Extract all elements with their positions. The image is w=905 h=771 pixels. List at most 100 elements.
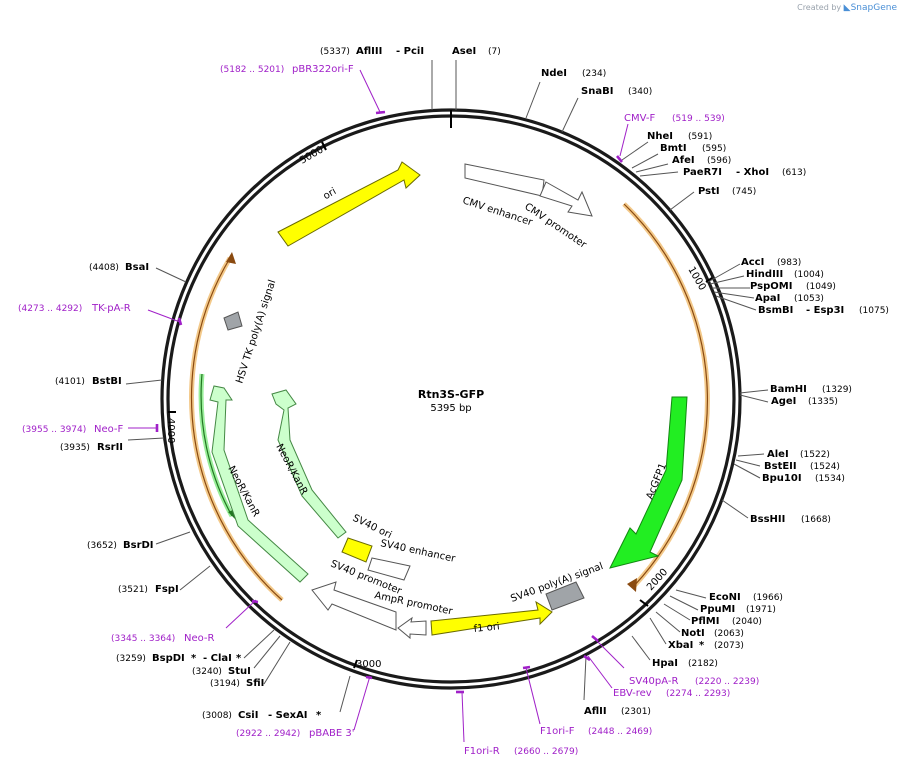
primer-neo-r-range: (3345 .. 3364) [111, 634, 175, 644]
site-pflmi-pos: (2040) [732, 617, 762, 627]
primer-pbabe3-name[interactable]: pBABE 3' [309, 728, 355, 739]
site-nhei-name[interactable]: NheI [647, 131, 673, 142]
primer-f1ori-f-name[interactable]: F1ori-F [540, 726, 575, 737]
credit-text: Created by [797, 3, 842, 12]
feature-cmv-enhancer-label: CMV enhancer [461, 195, 534, 228]
site-hindiii-name[interactable]: HindIII [746, 269, 783, 280]
feature-sv40-ori[interactable] [341, 537, 373, 563]
feature-ori[interactable] [277, 161, 421, 247]
site-paer7i-pos: (613) [782, 168, 806, 178]
site-bsshii-name[interactable]: BssHII [750, 514, 785, 525]
site-xbai-name[interactable]: XbaI [668, 640, 693, 651]
site-bsteii-name[interactable]: BstEII [764, 461, 797, 472]
site-afei-name[interactable]: AfeI [672, 155, 695, 166]
orf-arrow-right-icon [627, 578, 637, 592]
feature-ampr-promoter[interactable] [397, 616, 427, 640]
primer-ebv-rev-name[interactable]: EBV-rev [613, 688, 652, 699]
site-bamhi-name[interactable]: BamHI [770, 384, 807, 395]
feature-f1-ori[interactable] [430, 600, 553, 636]
site-bsai-name[interactable]: BsaI [125, 262, 149, 273]
primer-pbr322ori-f-name[interactable]: pBR322ori-F [292, 64, 354, 75]
site-stui-name[interactable]: StuI [228, 666, 251, 677]
site-hpai-name[interactable]: HpaI [652, 658, 678, 669]
site-noti-name[interactable]: NotI [681, 628, 705, 639]
site-xhoi-name[interactable]: - XhoI [736, 167, 769, 178]
site-snabi-name[interactable]: SnaBI [581, 86, 613, 97]
site-sfii-name[interactable]: SfiI [246, 678, 264, 689]
site-bsmbi-name[interactable]: BsmBI [758, 305, 793, 316]
site-bpu10i-name[interactable]: Bpu10I [762, 473, 802, 484]
site-bmti-name[interactable]: BmtI [660, 143, 687, 154]
primer-tk-pa-r-name[interactable]: TK-pA-R [91, 303, 131, 314]
tick-label-4000: 4000 [165, 418, 176, 443]
tick-mark-2000 [639, 599, 649, 607]
site-paer7i-name[interactable]: PaeR7I [683, 167, 722, 178]
primer-neo-r-name[interactable]: Neo-R [184, 633, 215, 644]
site-pcii-name[interactable]: - PciI [396, 46, 424, 57]
site-bsshii-pos: (1668) [801, 515, 831, 525]
primer-f1ori-r-name[interactable]: F1ori-R [464, 746, 500, 757]
site-esp3i-name[interactable]: - Esp3I [806, 305, 844, 316]
site-agei-name[interactable]: AgeI [771, 396, 796, 407]
neo-orf-arc-line [200, 373, 233, 517]
primer-cmv-f-range: (519 .. 539) [672, 114, 725, 124]
site-ndei-name[interactable]: NdeI [541, 68, 567, 79]
feature-sv40-enhancer[interactable] [367, 557, 411, 581]
site-pspomi-name[interactable]: PspOMI [750, 281, 792, 292]
site-csii-name[interactable]: CsiI [238, 710, 258, 721]
site-psti-name[interactable]: PstI [698, 186, 720, 197]
site-fspi-name[interactable]: FspI [155, 584, 179, 595]
tick-label-1000: 1000 [685, 265, 707, 293]
primer-neo-f-name[interactable]: Neo-F [94, 424, 124, 435]
primer-tk-pa-r-range: (4273 .. 4292) [18, 304, 82, 314]
site-alei-pos: (1522) [800, 450, 830, 460]
site-bpu10i-pos: (1534) [815, 474, 845, 484]
site-sexai-name[interactable]: - SexAI [268, 710, 308, 721]
feature-neor-kanr-outer[interactable] [209, 385, 309, 583]
site-rsrii-pos: (3935) [60, 443, 90, 453]
site-hpai-pos: (2182) [688, 659, 718, 669]
feature-acgfp1[interactable] [609, 396, 688, 569]
site-sexai-star: * [316, 710, 322, 721]
feature-hsv-tk-polya[interactable] [223, 311, 243, 331]
primer-sv40pa-r-range: (2220 .. 2239) [695, 677, 759, 687]
site-econi-pos: (1966) [753, 593, 783, 603]
site-ppumi-name[interactable]: PpuMI [700, 604, 735, 615]
site-snabi-pos: (340) [628, 87, 652, 97]
feature-cmv-enhancer[interactable] [464, 163, 545, 197]
feature-cmv-promoter[interactable] [539, 181, 593, 217]
feature-sv40-polya[interactable] [545, 581, 585, 611]
primer-sv40pa-r-name[interactable]: SV40pA-R [629, 676, 678, 687]
feature-ori-label: ori [321, 186, 338, 202]
credit: Created by ◣SnapGene [797, 3, 897, 13]
primer-pbr322ori-f-range: (5182 .. 5201) [220, 65, 284, 75]
site-acci-pos: (983) [777, 258, 801, 268]
site-bsrdi-name[interactable]: BsrDI [123, 540, 154, 551]
site-sfii-pos: (3194) [210, 679, 240, 689]
site-bamhi-pos: (1329) [822, 385, 852, 395]
site-bmti-pos: (595) [702, 144, 726, 154]
site-afliii-name[interactable]: AflIII [356, 46, 382, 57]
tick-label-5000: 5000 [298, 144, 326, 166]
site-nhei-pos: (591) [688, 132, 712, 142]
site-bstbi-name[interactable]: BstBI [92, 376, 122, 387]
site-econi-name[interactable]: EcoNI [709, 592, 741, 603]
site-asei-name[interactable]: AseI [452, 46, 476, 57]
orf-arc-right-line [623, 203, 708, 589]
feature-neor-kanr-inner[interactable] [271, 389, 347, 539]
site-pflmi-name[interactable]: PflMI [691, 616, 719, 627]
site-acci-name[interactable]: AccI [741, 257, 764, 268]
site-bspdi-name[interactable]: BspDI [152, 653, 185, 664]
feature-sv40-promoter[interactable] [311, 581, 397, 631]
site-leader-lines [125, 60, 769, 713]
site-csii-pos: (3008) [202, 711, 232, 721]
orf-arc-right [622, 202, 710, 590]
primer-cmv-f-name[interactable]: CMV-F [624, 113, 655, 124]
site-alei-name[interactable]: AleI [767, 449, 789, 460]
site-apai-name[interactable]: ApaI [755, 293, 780, 304]
site-rsrii-name[interactable]: RsrII [97, 442, 123, 453]
site-afliii-pos: (5337) [320, 47, 350, 57]
site-aflii-name[interactable]: AflII [584, 706, 607, 717]
site-clai-name[interactable]: - ClaI [203, 653, 232, 664]
